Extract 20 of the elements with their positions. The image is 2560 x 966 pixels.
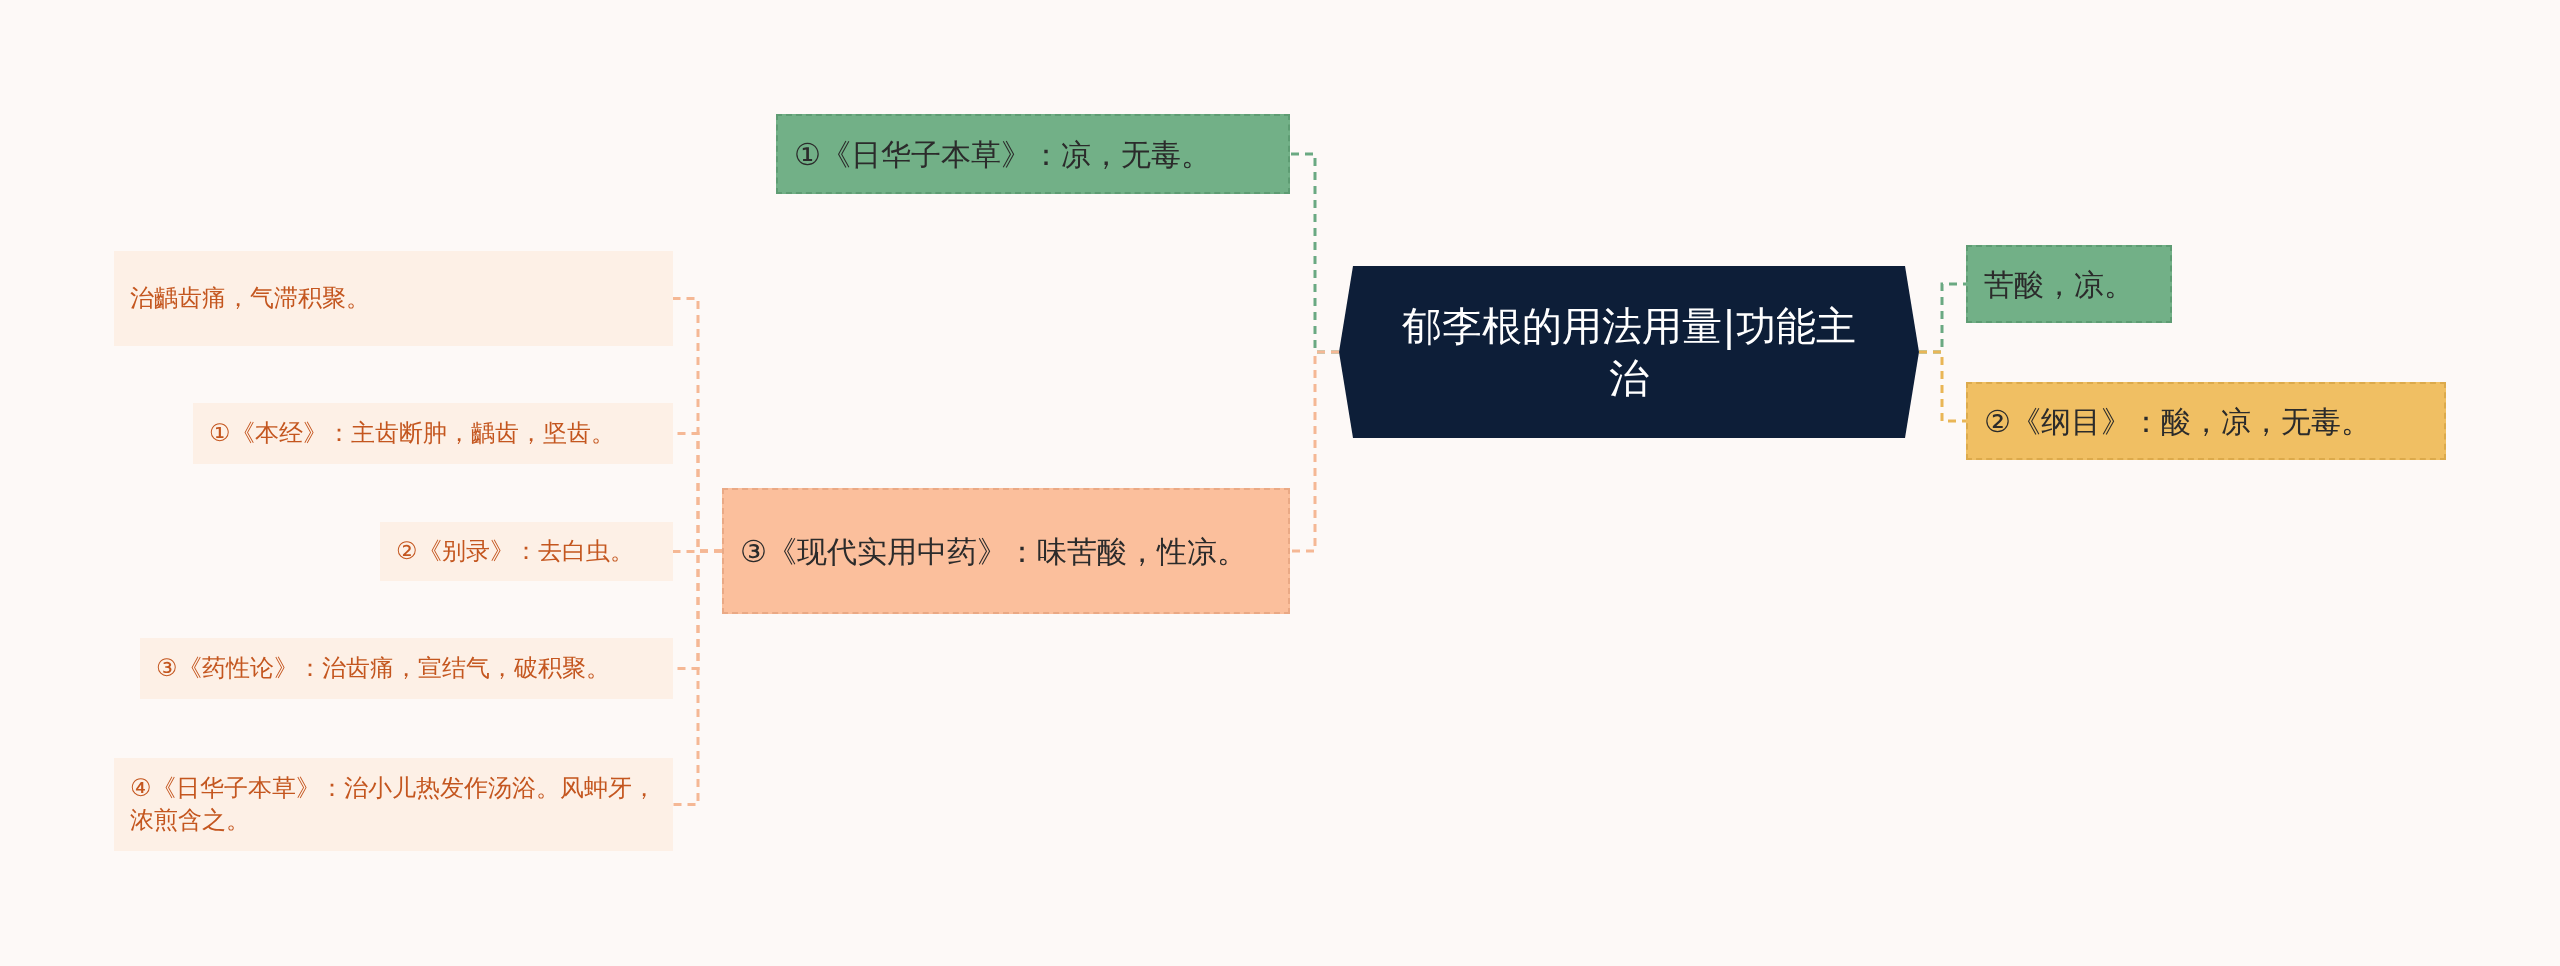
topic-text: ①《日华子本草》：凉，无毒。: [794, 135, 1211, 174]
connector-line: [1290, 350, 1339, 553]
topic-title: 郁李根的用法用量|功能主治: [1401, 302, 1857, 403]
topic-text: ②《纲目》：酸，凉，无毒。: [1984, 402, 2371, 441]
subtopic-box: [380, 522, 673, 581]
topic-text: ③《现代实用中药》：味苦酸，性凉。: [740, 532, 1247, 571]
topic-text: ②《别录》：去白虫。: [396, 535, 634, 567]
topic-box: [1966, 382, 2446, 460]
subtopic-box: [114, 758, 673, 851]
topic-box: [722, 488, 1290, 614]
subtopic-box: [114, 251, 673, 346]
topic-text: 治齲齿痛，气滞积聚。: [130, 282, 370, 314]
topic-text: ③《药性论》：治齿痛，宣结气，破积聚。: [156, 652, 610, 684]
connector-line: [1919, 350, 1966, 423]
topic-text: ④《日华子本草》：治小儿热发作汤浴。风蚛牙，浓煎含之。: [130, 773, 657, 836]
connector-line: [673, 549, 722, 806]
topic-text: 苦酸，凉。: [1984, 265, 2134, 304]
topic-box: [1966, 245, 2172, 323]
topic-box: [776, 114, 1290, 194]
topic-text: ①《本经》：主齿断肿，齲齿，坚齿。: [209, 417, 615, 449]
